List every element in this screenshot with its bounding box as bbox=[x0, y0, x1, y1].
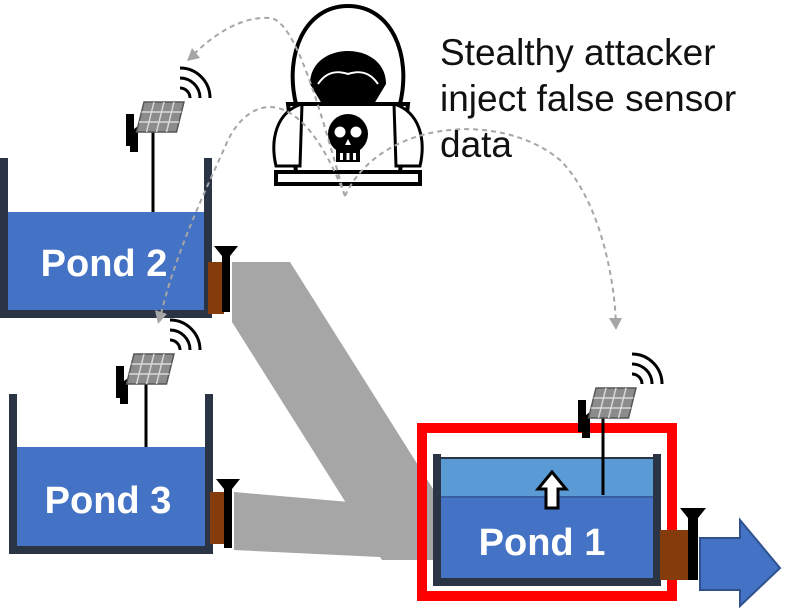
attack-path-to-pond3 bbox=[159, 106, 346, 319]
caption-line: data bbox=[440, 124, 513, 165]
attack-paths bbox=[159, 16, 617, 327]
pond-3: Pond 3 bbox=[9, 318, 240, 554]
pipe-pond2-to-pond1 bbox=[232, 262, 440, 560]
valve-icon bbox=[216, 479, 240, 548]
pond-2: Pond 2 bbox=[0, 66, 238, 318]
pipe-pond3-to-pond1 bbox=[234, 492, 440, 560]
solar-panel-icon bbox=[114, 318, 202, 406]
valve-icon bbox=[680, 508, 706, 580]
pond-2-label: Pond 2 bbox=[41, 243, 168, 285]
attack-path-to-pond2 bbox=[191, 16, 346, 197]
pond-3-label: Pond 3 bbox=[45, 480, 172, 522]
hacker-icon bbox=[272, 3, 424, 186]
solar-panel-icon bbox=[124, 66, 212, 154]
pond-1: Pond 1 bbox=[417, 352, 782, 609]
pipe-network bbox=[232, 262, 440, 560]
pond-1-label: Pond 1 bbox=[479, 522, 606, 564]
up-arrow-icon bbox=[534, 469, 570, 510]
caption-line: Stealthy attacker bbox=[440, 32, 716, 73]
attack-arrowheads bbox=[155, 48, 622, 330]
alert-frame bbox=[417, 423, 677, 601]
valve-stem bbox=[660, 530, 688, 580]
valve-stem bbox=[210, 492, 226, 544]
valve-icon bbox=[214, 246, 238, 312]
skull-icon bbox=[328, 114, 368, 162]
attacker-caption: Stealthy attacker inject false sensor da… bbox=[440, 30, 800, 168]
outflow-arrow-icon bbox=[699, 517, 782, 609]
caption-line: inject false sensor bbox=[440, 78, 737, 119]
valve-stem bbox=[208, 262, 224, 314]
